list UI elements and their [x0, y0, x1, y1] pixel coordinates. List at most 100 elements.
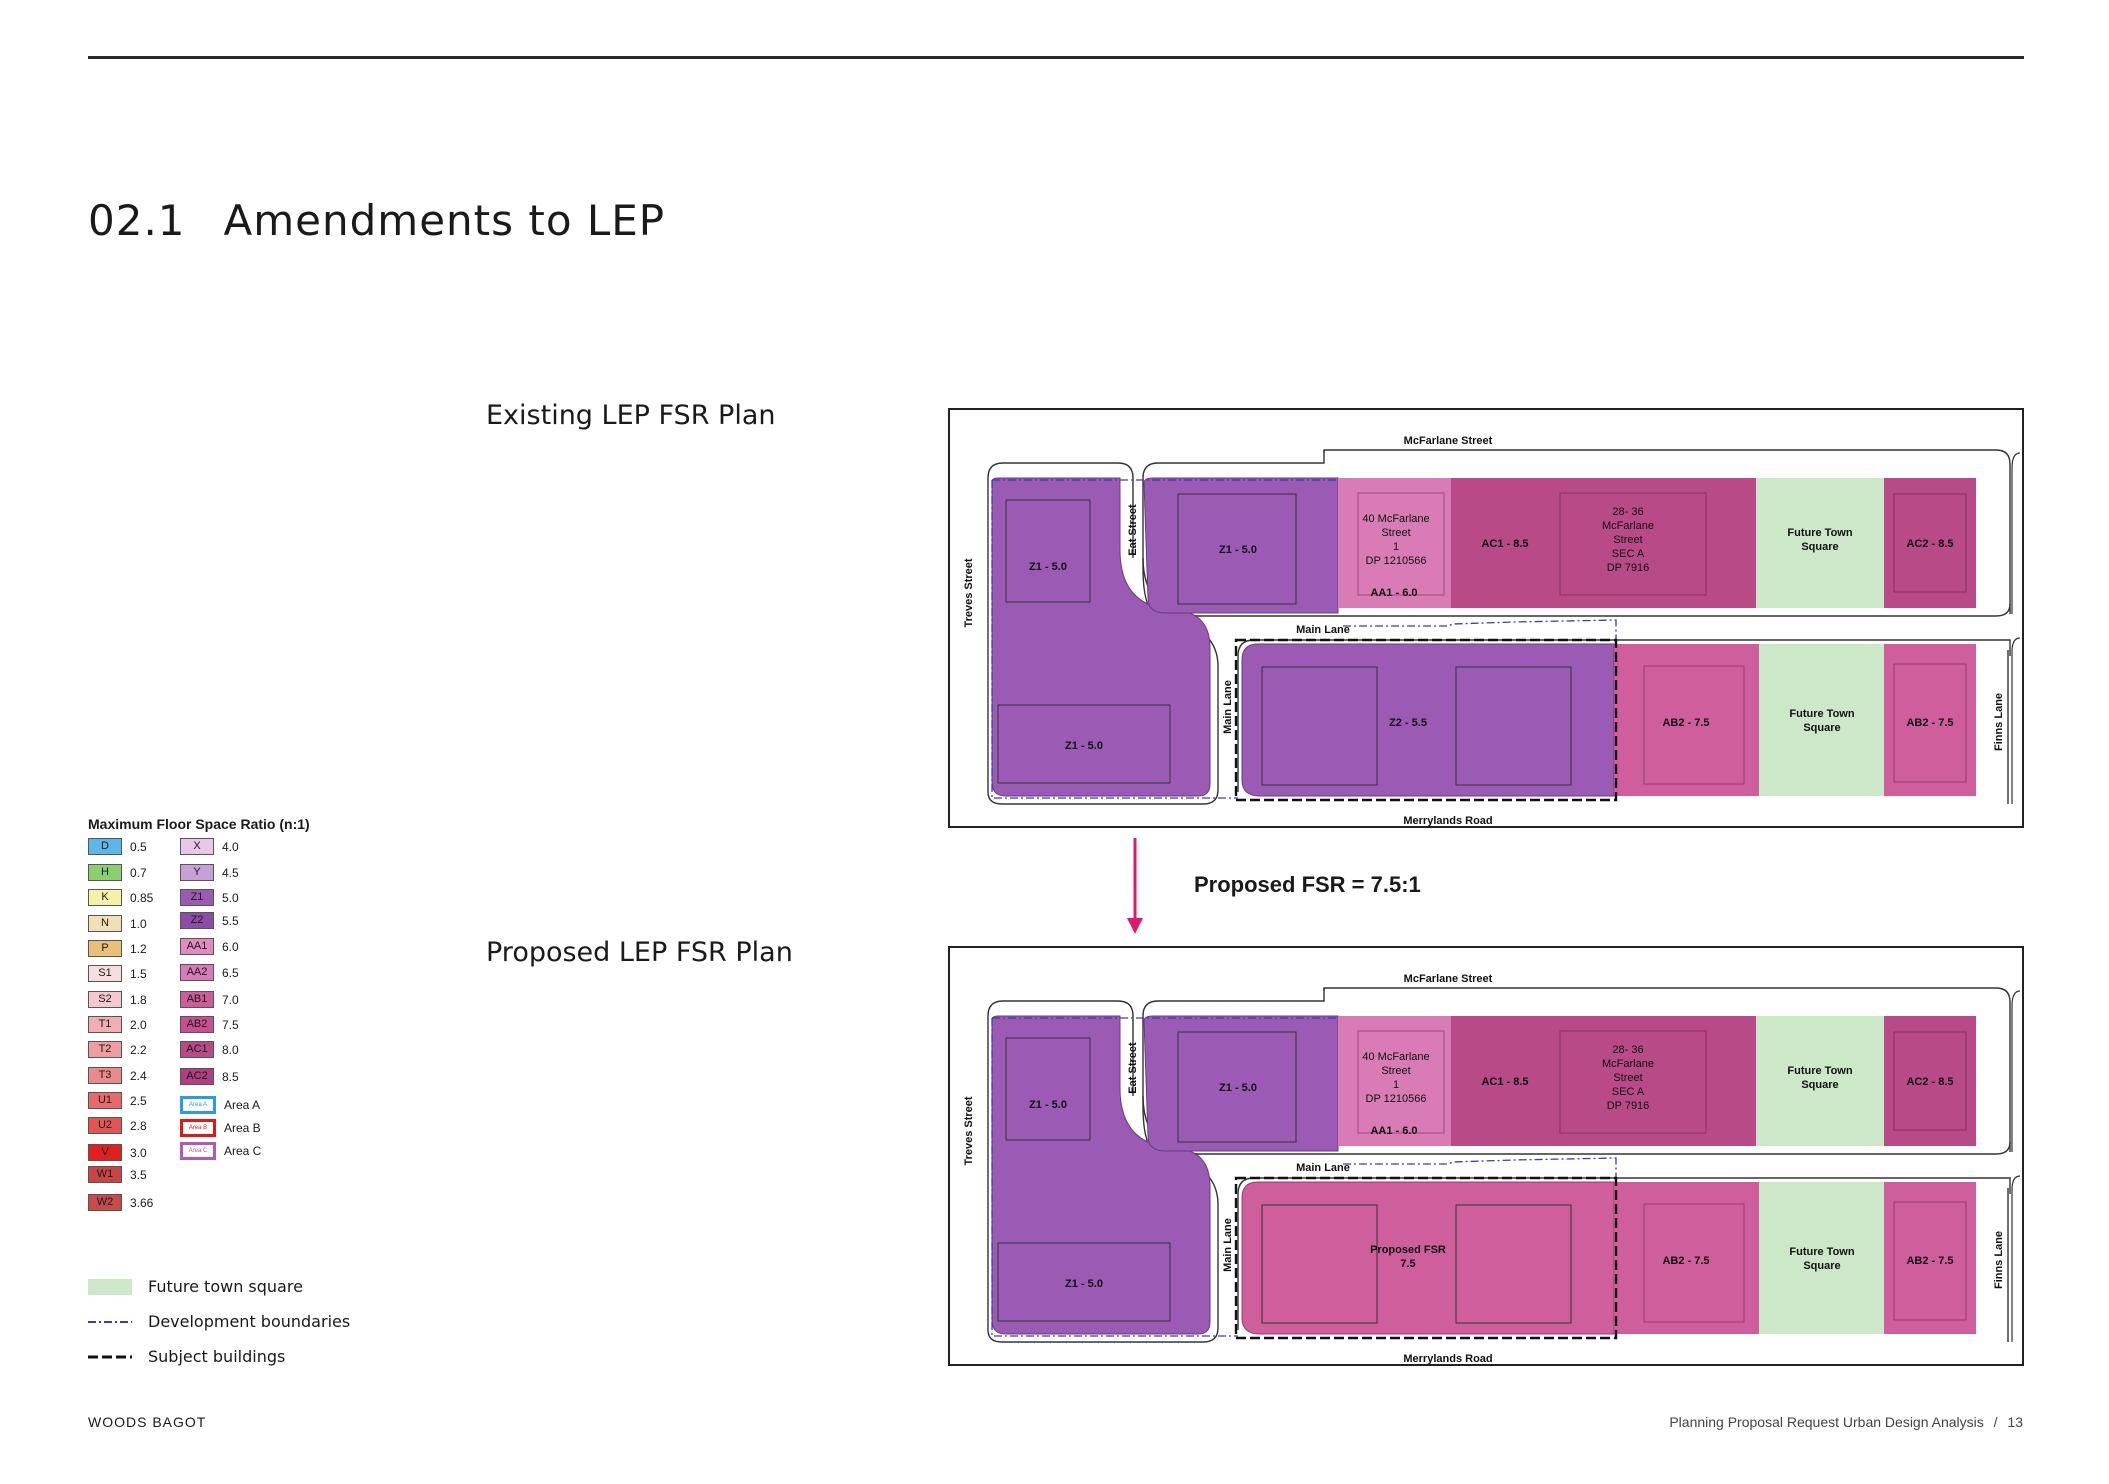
zone-town-square-south [1759, 1182, 1884, 1334]
building-footprint [997, 1242, 1171, 1322]
building-footprint [1643, 665, 1745, 785]
zone-label-ab2: AB2 - 7.5 [1906, 1255, 1953, 1267]
zone-label-z1: Z1 - 5.0 [1029, 1099, 1067, 1111]
legend-value: 0.7 [130, 865, 147, 880]
legend-value: 8.5 [222, 1069, 239, 1084]
key-town-square-label: Future town square [148, 1277, 303, 1296]
zone-z1-west [991, 1015, 1211, 1335]
legend-swatch: T1 [88, 1016, 122, 1033]
section-number: 02.1 [88, 196, 186, 245]
legend-title: Maximum Floor Space Ratio (n:1) [88, 816, 310, 832]
zone-ac2 [1884, 1016, 1976, 1146]
page-title: 02.1 Amendments to LEP [88, 196, 665, 245]
building-footprint [1643, 1203, 1745, 1323]
top-rule [88, 56, 2024, 59]
legend-swatch: S1 [88, 965, 122, 982]
arrow-down-icon [1127, 838, 1143, 934]
development-boundary [991, 1017, 1338, 1337]
building-footprint [1357, 492, 1445, 596]
street-label-finns: Finns Lane [1993, 1231, 2005, 1289]
key-dev-boundaries-label: Development boundaries [148, 1312, 351, 1331]
east-kerb-top [2011, 990, 2021, 1152]
zone-label-ac2: AC2 - 8.5 [1906, 1076, 1953, 1088]
street-label-main-lane-vertical: Main Lane [1222, 680, 1234, 734]
legend-swatch: T2 [88, 1041, 122, 1058]
legend-item-h: H 0.7 [88, 864, 147, 881]
legend-swatch: H [88, 864, 122, 881]
legend-swatch: P [88, 940, 122, 957]
development-boundary [1343, 1157, 1617, 1180]
building-footprint [1005, 1037, 1091, 1141]
legend-item-s1: S1 1.5 [88, 965, 147, 982]
development-boundary [1343, 619, 1617, 642]
legend-value: 2.2 [130, 1042, 147, 1057]
zone-label-z1: Z1 - 5.0 [1219, 1082, 1257, 1094]
legend-swatch: V [88, 1144, 122, 1161]
zone-label-ac1: AC1 - 8.5 [1481, 1076, 1528, 1088]
page-number: 13 [2007, 1414, 2023, 1430]
building-footprint [1177, 493, 1297, 605]
legend-swatch: AB1 [180, 991, 214, 1008]
legend-area-b: Area B Area B [180, 1119, 261, 1137]
legend-value: 3.66 [130, 1195, 154, 1210]
zone-label-aa1: AA1 - 6.0 [1370, 587, 1417, 599]
dashed-line-icon [88, 1355, 132, 1358]
zone-label-ab2: AB2 - 7.5 [1906, 717, 1953, 729]
zone-ac1 [1451, 1016, 1756, 1146]
building-footprint [1005, 499, 1091, 603]
footer-doc: Planning Proposal Request Urban Design A… [1669, 1414, 2023, 1430]
building-footprint [1893, 1031, 1967, 1131]
legend-area-label: Area C [224, 1144, 262, 1158]
zone-ac1 [1451, 478, 1756, 608]
key-dev-boundaries: Development boundaries [88, 1312, 350, 1331]
proposed-fsr-label: Proposed FSR = 7.5:1 [1194, 872, 1421, 897]
legend-swatch: U1 [88, 1092, 122, 1109]
zone-town-square-north [1756, 1016, 1884, 1146]
legend-value: 2.8 [130, 1118, 147, 1133]
proposed-plan-label: Proposed LEP FSR Plan [486, 937, 793, 968]
east-kerb-bottom [2011, 1175, 2021, 1342]
legend-value: 1.5 [130, 966, 147, 981]
building-footprint [1177, 1031, 1297, 1143]
zone-aa1 [1338, 478, 1451, 608]
legend-value: 0.5 [130, 839, 147, 854]
legend-value: 4.5 [222, 865, 239, 880]
street-label-main-lane: Main Lane [1296, 1162, 1350, 1174]
street-kerb-north [1323, 987, 2011, 1152]
street-kerb-north [1323, 449, 2011, 614]
building-footprint [997, 704, 1171, 784]
legend-area-label: Area B [224, 1121, 261, 1135]
legend-value: 6.0 [222, 939, 239, 954]
street-label-main-lane: Main Lane [1296, 624, 1350, 636]
street-kerb-west [987, 462, 1134, 558]
legend-item-t2: T2 2.2 [88, 1041, 147, 1058]
subject-buildings-outline [1234, 1176, 1618, 1340]
zone-label-aa1: AA1 - 6.0 [1370, 1125, 1417, 1137]
key-subject-buildings-label: Subject buildings [148, 1347, 286, 1366]
key-town-square: Future town square [88, 1277, 303, 1296]
section-title: Amendments to LEP [223, 196, 666, 245]
legend-value: 2.0 [130, 1017, 147, 1032]
street-kerb-inner [1142, 450, 1325, 568]
street-label-finns: Finns Lane [1993, 693, 2005, 751]
legend-area-swatch: Area B [180, 1119, 216, 1137]
legend-value: 1.8 [130, 992, 147, 1007]
zone-aa1 [1338, 1016, 1451, 1146]
legend-value: 1.0 [130, 916, 147, 931]
development-boundary [991, 479, 1338, 799]
